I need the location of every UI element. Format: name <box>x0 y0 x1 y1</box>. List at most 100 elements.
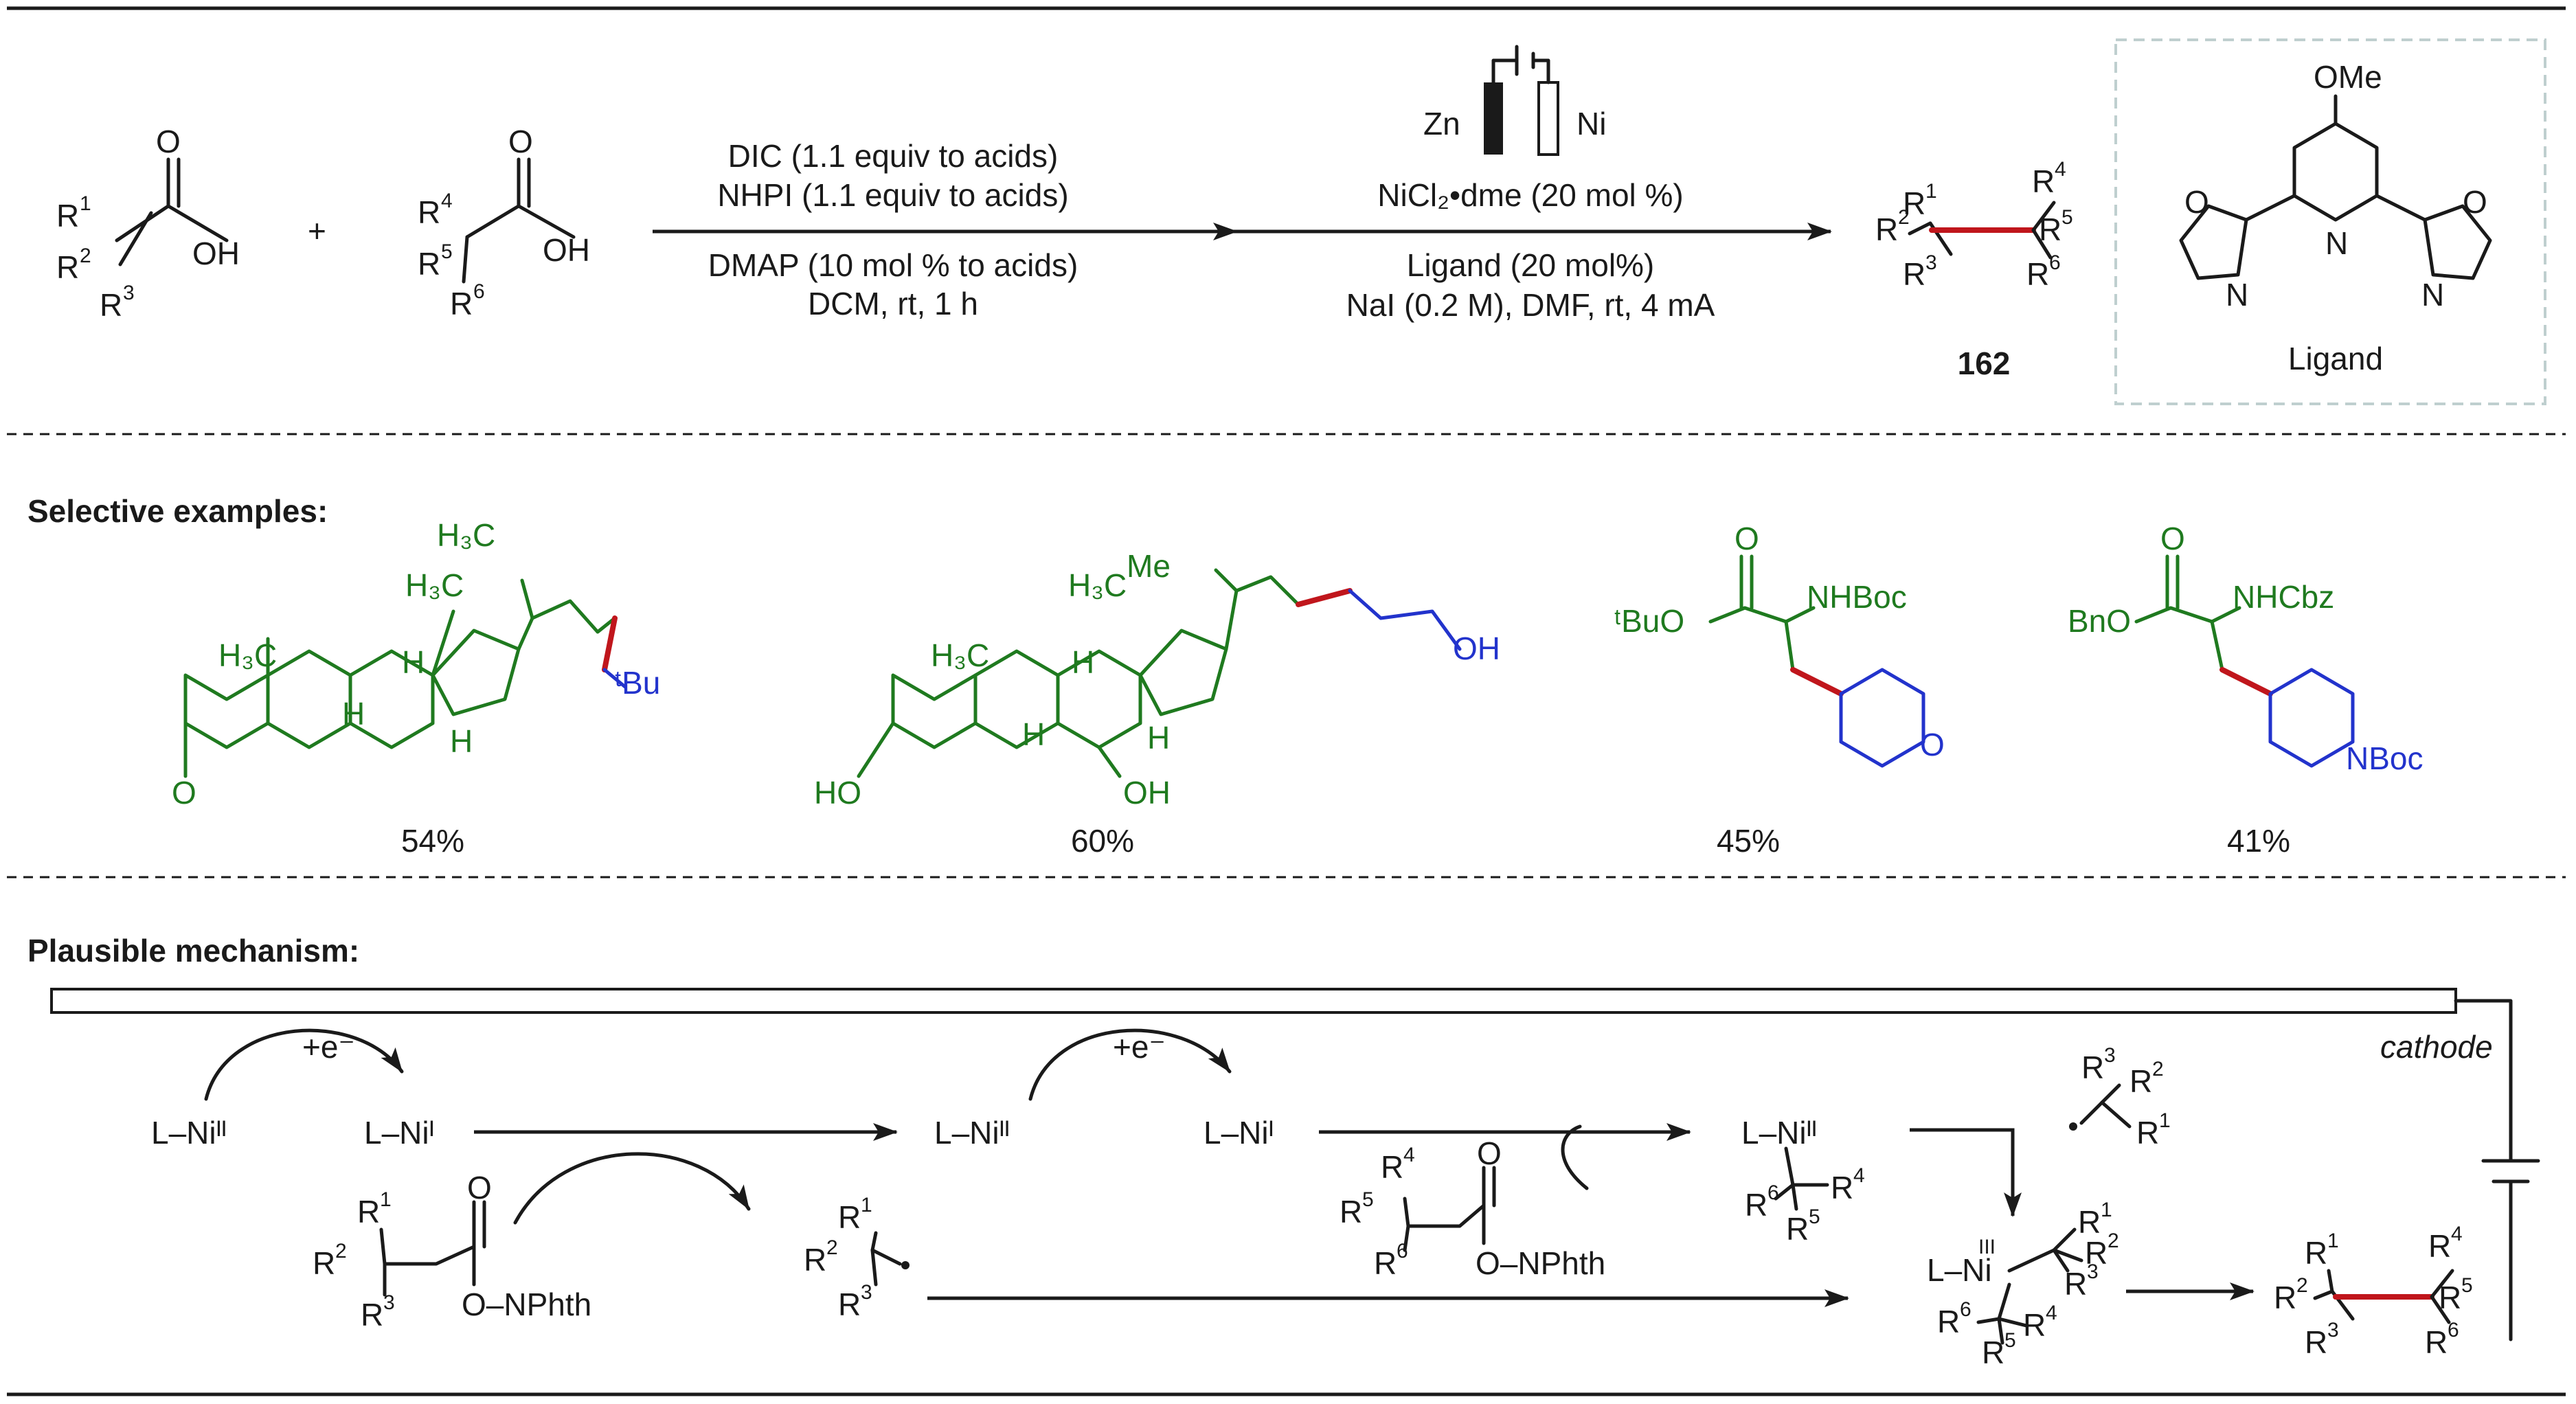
ni2-species-1: L–Niᴵᴵ <box>151 1115 227 1151</box>
example-1-structure <box>183 578 627 778</box>
svg-text:2: 2 <box>2152 1058 2164 1080</box>
svg-text:1: 1 <box>380 1188 392 1211</box>
example1-label-h3c-top: H₃C <box>437 517 495 553</box>
example1-label-h3c-mid: H₃C <box>405 567 464 603</box>
reactant1-r1-sup: 1 <box>80 192 91 215</box>
svg-text:R: R <box>2085 1235 2108 1271</box>
circuit-wire-top <box>2454 999 2513 1163</box>
svg-text:R: R <box>1786 1211 1809 1247</box>
reactant2-r5-sup: 5 <box>441 240 453 263</box>
electrode-icon <box>1484 45 1559 156</box>
ni1-species-2: L–Niᴵ <box>1204 1115 1274 1151</box>
ni2-alkyl-species: L–Niᴵᴵ <box>1741 1115 1817 1151</box>
svg-text:R: R <box>2129 1063 2152 1099</box>
svg-text:R: R <box>2439 1280 2461 1315</box>
svg-text:3: 3 <box>383 1291 395 1314</box>
svg-text:R: R <box>2425 1324 2448 1360</box>
svg-text:R: R <box>2274 1280 2296 1315</box>
reactant2-oh: OH <box>543 232 590 268</box>
reactant2-carbonyl-o: O <box>508 124 533 159</box>
svg-text:R: R <box>2039 212 2061 247</box>
reduction-arrow-1 <box>204 1028 404 1101</box>
cathode-bar <box>50 988 2457 1014</box>
example2-yield: 60% <box>1071 823 1134 859</box>
svg-text:R: R <box>1982 1335 2004 1370</box>
ligand-n-left: N <box>2226 277 2248 313</box>
step1-condition-1: DIC (1.1 equiv to acids) <box>728 138 1059 174</box>
svg-text:R: R <box>2064 1266 2087 1302</box>
example4-label-nhcbz: NHCbz <box>2233 579 2334 615</box>
reactant2-r4-sup: 4 <box>441 190 453 212</box>
step1-condition-4: DCM, rt, 1 h <box>808 286 978 321</box>
reactant2-r6: R <box>450 286 473 321</box>
ligand-box <box>2114 38 2546 405</box>
svg-text:R: R <box>1875 212 1898 247</box>
step2-condition-3: NaI (0.2 M), DMF, rt, 4 mA <box>1346 287 1715 323</box>
reactant1-r2: R <box>56 249 79 285</box>
svg-text:2: 2 <box>2108 1230 2119 1252</box>
svg-text:6: 6 <box>1960 1298 1971 1321</box>
svg-text:R: R <box>2305 1324 2327 1360</box>
example4-yield: 41% <box>2227 823 2290 859</box>
example2-label-h3c-low: H₃C <box>931 637 989 673</box>
svg-text:R: R <box>1903 185 1925 221</box>
svg-text:4: 4 <box>1403 1144 1415 1166</box>
example3-label-tbuo: ᵗBuO <box>1614 603 1684 639</box>
examples-heading: Selective examples: <box>27 493 328 529</box>
example1-label-h-1: H <box>402 644 425 680</box>
svg-text:3: 3 <box>2104 1044 2116 1067</box>
cathode-label: Ni <box>1577 106 1606 141</box>
example3-label-ring-o: O <box>1920 727 1945 762</box>
svg-text:R: R <box>361 1297 383 1333</box>
svg-text:R: R <box>1937 1304 1960 1339</box>
svg-text:1: 1 <box>2101 1199 2112 1221</box>
example-3-structure <box>1708 554 1925 768</box>
svg-text:R: R <box>2023 1307 2046 1343</box>
example4-label-nboc: NBoc <box>2346 740 2423 776</box>
ligand-ome: OMe <box>2314 59 2382 95</box>
mechanism-heading: Plausible mechanism: <box>27 933 359 969</box>
reactant2-r4: R <box>418 194 440 230</box>
plus-sign: + <box>308 213 326 249</box>
example2-label-h-2: H <box>1022 716 1045 752</box>
example-4-structure <box>2134 554 2355 768</box>
example2-label-h-3: H <box>1147 720 1170 756</box>
svg-text:R: R <box>1381 1149 1403 1185</box>
svg-text:6: 6 <box>2049 251 2061 274</box>
example2-label-oh-chain: OH <box>1453 631 1500 666</box>
svg-text:R: R <box>804 1242 826 1278</box>
svg-text:O: O <box>1477 1135 1502 1171</box>
svg-text:2: 2 <box>826 1236 838 1259</box>
example2-label-oh-ring: OH <box>1123 775 1171 811</box>
svg-text:2: 2 <box>335 1240 347 1263</box>
svg-text:4: 4 <box>2055 158 2066 181</box>
svg-text:R: R <box>2136 1115 2159 1151</box>
reactant2-r6-sup: 6 <box>473 280 485 303</box>
reactant1-r3-sup: 3 <box>123 282 135 304</box>
cathode-text: cathode <box>2380 1029 2493 1065</box>
svg-text:O: O <box>467 1170 492 1205</box>
svg-text:R: R <box>2032 163 2055 199</box>
svg-text:R: R <box>2081 1050 2104 1085</box>
svg-text:5: 5 <box>2061 206 2073 229</box>
example4-label-o: O <box>2160 521 2185 556</box>
ligand-n-right: N <box>2421 277 2444 313</box>
ester1-label: O–NPhth <box>462 1287 591 1322</box>
example2-label-ho: HO <box>814 775 861 811</box>
example1-label-o: O <box>172 775 196 811</box>
example3-label-o: O <box>1735 521 1759 556</box>
radical-arrow <box>513 1152 751 1225</box>
reduction-arrow-2 <box>1028 1028 1232 1101</box>
svg-text:3: 3 <box>2087 1260 2099 1283</box>
svg-text:R: R <box>1745 1187 1767 1223</box>
svg-text:3: 3 <box>861 1281 872 1304</box>
step1-condition-2: NHPI (1.1 equiv to acids) <box>717 177 1068 213</box>
svg-text:3: 3 <box>1925 251 1937 274</box>
ni2-species-2: L–Niᴵᴵ <box>934 1115 1010 1151</box>
example1-label-h-3: H <box>450 723 473 759</box>
svg-text:4: 4 <box>2046 1302 2057 1324</box>
